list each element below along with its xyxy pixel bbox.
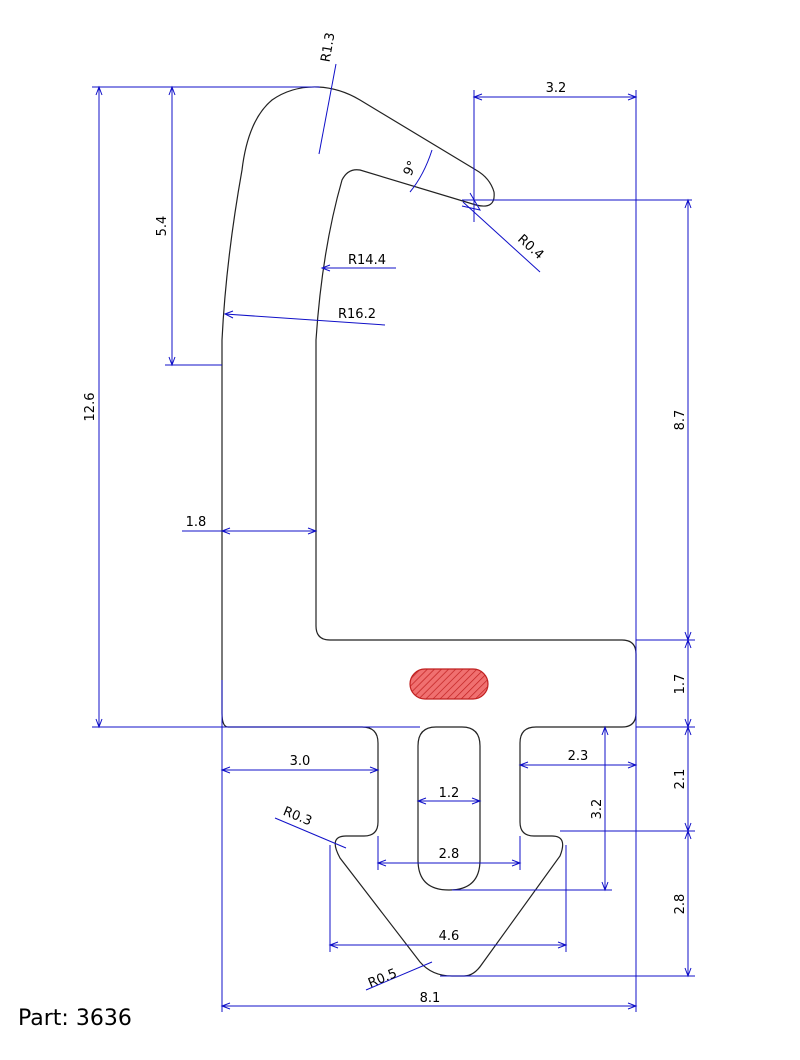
dim-r16-2-label: R16.2 [338,307,376,322]
dim-1-8-label: 1.8 [186,515,207,530]
dim-angle-label: 9° [401,159,421,179]
dim-2-8-horiz-label: 2.8 [439,847,460,862]
dim-1-2-label: 1.2 [439,786,460,801]
dim-3-0-label: 3.0 [290,754,311,769]
dim-1-7-label: 1.7 [673,674,688,695]
center-slot [417,726,481,891]
dim-r0-5-label: R0.5 [366,966,399,991]
dim-top-width-label: 3.2 [546,81,567,96]
dim-3-2-vert-label: 3.2 [590,799,605,820]
profile-outline [221,86,637,977]
dim-r1-3-label: R1.3 [319,31,339,63]
dim-2-1-label: 2.1 [673,769,688,790]
dim-4-6-label: 4.6 [439,929,460,944]
part-number: 3636 [75,1006,132,1031]
dim-r0-3-label: R0.3 [281,804,314,829]
dim-2-3-label: 2.3 [568,749,589,764]
dim-8-7-label: 8.7 [673,410,688,431]
dim-8-1-label: 8.1 [420,991,441,1006]
part-number-label: Part: 3636 [18,1006,132,1031]
hatched-insert [409,668,489,700]
dim-r0-4-label: R0.4 [514,232,546,263]
dim-2-8-vert-label: 2.8 [673,894,688,915]
part-label-prefix: Part: [18,1006,69,1031]
dimension-lines [92,63,695,1012]
dim-12-6-label: 12.6 [83,393,98,422]
dim-r14-4-label: R14.4 [348,253,386,268]
dim-5-4-label: 5.4 [155,216,170,237]
profile-main-contour [221,86,637,977]
dimension-arrows [95,85,692,1010]
